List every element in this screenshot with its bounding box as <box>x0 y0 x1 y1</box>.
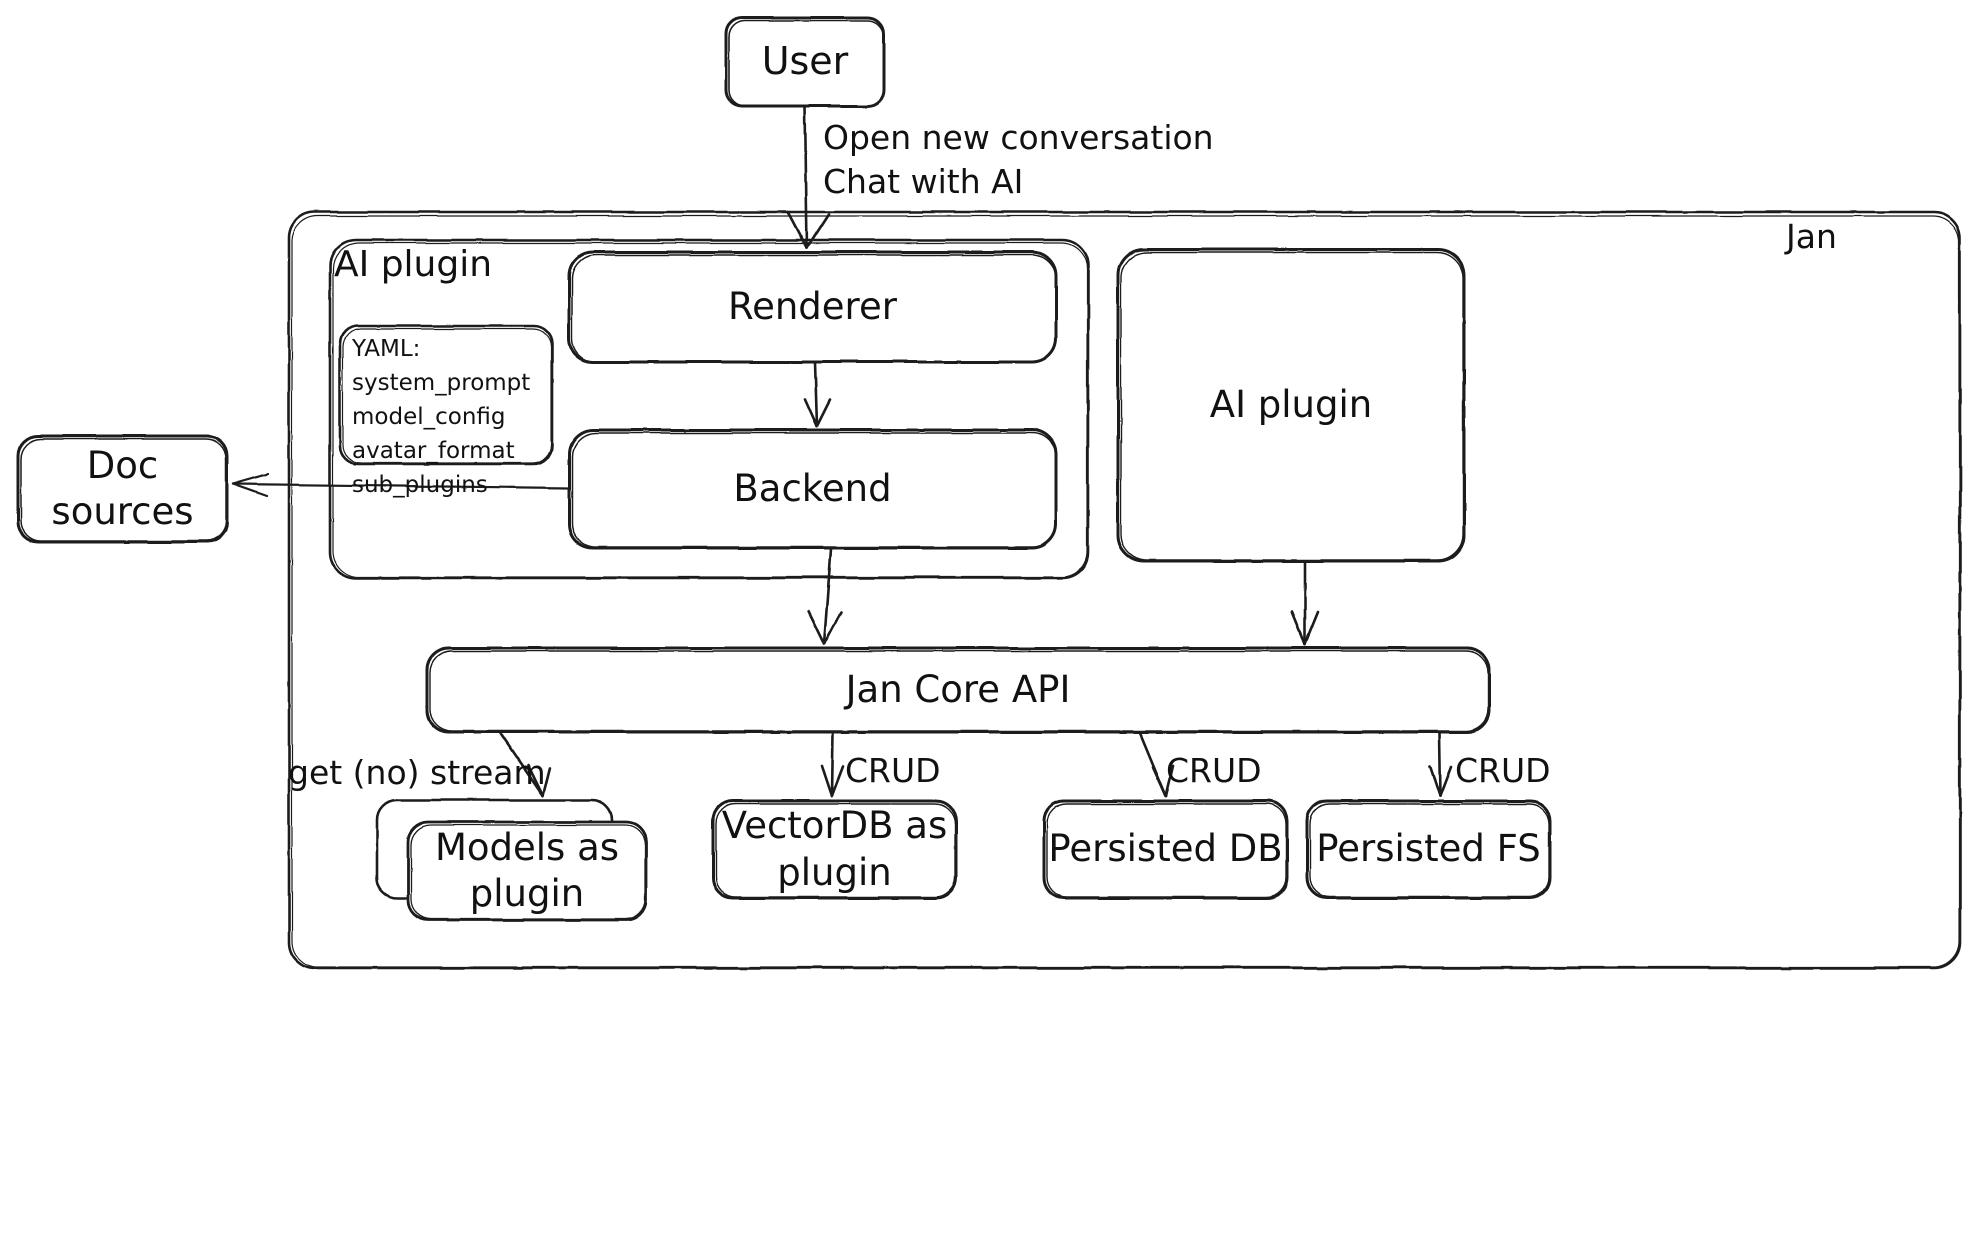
ai-plugin-node-shape <box>1116 247 1466 563</box>
edge-renderer-to-backend <box>803 361 832 428</box>
persisted-fs-node-shape <box>1305 799 1552 900</box>
yaml-card-shape <box>338 324 554 466</box>
backend-node-shape <box>567 428 1058 550</box>
models-as-plugin-node-shape <box>375 798 648 922</box>
edge-core-api-to-persisted-db <box>1138 731 1175 798</box>
vectordb-as-plugin-node-shape <box>711 799 958 900</box>
jan-core-api-node-shape <box>425 646 1491 734</box>
edge-user-to-renderer <box>786 105 831 250</box>
persisted-db-node-shape <box>1042 799 1289 900</box>
edge-backend-to-core-api <box>806 547 843 646</box>
user-node-shape <box>724 16 886 108</box>
edge-core-api-to-persisted-fs <box>1428 731 1453 798</box>
renderer-node-shape <box>567 250 1058 364</box>
edge-core-api-to-vectordb <box>820 731 845 798</box>
doc-sources-node-shape <box>16 434 229 544</box>
edge-core-api-to-models <box>498 731 552 798</box>
edge-backend-to-doc-sources <box>231 472 570 498</box>
edge-ai-plugin-to-core-api <box>1290 560 1320 646</box>
